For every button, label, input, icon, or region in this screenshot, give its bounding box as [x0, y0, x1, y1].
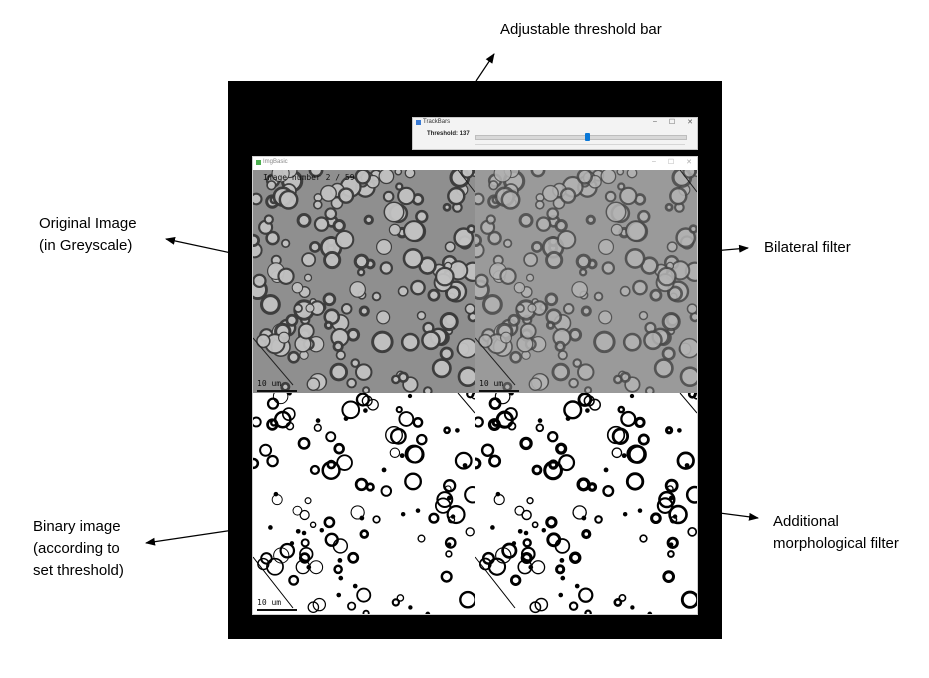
original-greyscale-image: Image number 2 / 59 10 um: [253, 170, 475, 393]
scale-bar-label: 10 um: [257, 598, 282, 607]
annotation-binary-line3: set threshold): [33, 562, 124, 579]
image-window-title: ImgBasic: [263, 159, 288, 165]
trackbar-window-titlebar: TrackBars: [416, 119, 450, 125]
annotation-original-image: Original Image (in Greyscale): [39, 213, 137, 257]
bilateral-micrograph: [475, 170, 697, 393]
binary-micrograph: [253, 393, 475, 614]
annotation-morph-line1: Additional: [773, 513, 839, 530]
close-icon[interactable]: ✕: [687, 119, 693, 126]
image-window-controls: – ☐ ✕: [652, 158, 692, 166]
annotation-original-line2: (in Greyscale): [39, 237, 133, 254]
trackbar-divider: [475, 144, 685, 145]
annotation-binary-line1: Binary image: [33, 518, 121, 535]
maximize-icon[interactable]: ☐: [668, 119, 676, 126]
annotation-bilateral-filter: Bilateral filter: [764, 239, 851, 256]
greyscale-micrograph: [253, 170, 475, 393]
image-window-titlebar: ImgBasic: [256, 159, 288, 165]
threshold-slider-track[interactable]: [475, 135, 687, 140]
arrow-threshold-bar: [475, 53, 495, 82]
trackbar-window-controls: – ☐ ✕: [653, 118, 693, 126]
threshold-label: Threshold: 137: [427, 131, 470, 137]
close-icon[interactable]: ✕: [686, 159, 692, 166]
binary-threshold-image: 10 um: [253, 393, 475, 614]
minimize-icon[interactable]: –: [651, 158, 656, 165]
annotation-morphological-filter: Additional morphological filter: [773, 511, 899, 555]
scale-bar-line: [257, 390, 297, 392]
image-window[interactable]: ImgBasic – ☐ ✕ Image number 2 / 59 10 um…: [252, 156, 698, 615]
trackbar-window-title: TrackBars: [423, 119, 451, 125]
image-number-caption: Image number 2 / 59: [263, 173, 355, 182]
morphological-micrograph: [475, 393, 697, 614]
trackbar-window[interactable]: TrackBars – ☐ ✕ Threshold: 137: [412, 117, 698, 150]
annotation-original-line1: Original Image: [39, 215, 137, 232]
app-icon: [256, 159, 261, 165]
app-icon: [416, 119, 421, 125]
morphological-filter-image: [475, 393, 697, 614]
annotation-binary-line2: (according to: [33, 540, 120, 557]
bilateral-filter-image: 10 um: [475, 170, 697, 393]
scale-bar-label: 10 um: [257, 379, 282, 388]
maximize-icon[interactable]: ☐: [667, 159, 675, 166]
threshold-slider-thumb[interactable]: [585, 133, 591, 141]
scale-bar-line: [479, 390, 519, 392]
annotation-threshold-bar: Adjustable threshold bar: [500, 21, 662, 38]
annotation-morph-line2: morphological filter: [773, 535, 899, 552]
minimize-icon[interactable]: –: [652, 118, 657, 125]
scale-bar-line: [257, 609, 297, 611]
scale-bar-label: 10 um: [479, 379, 504, 388]
annotation-binary-image: Binary image (according to set threshold…: [33, 516, 124, 582]
